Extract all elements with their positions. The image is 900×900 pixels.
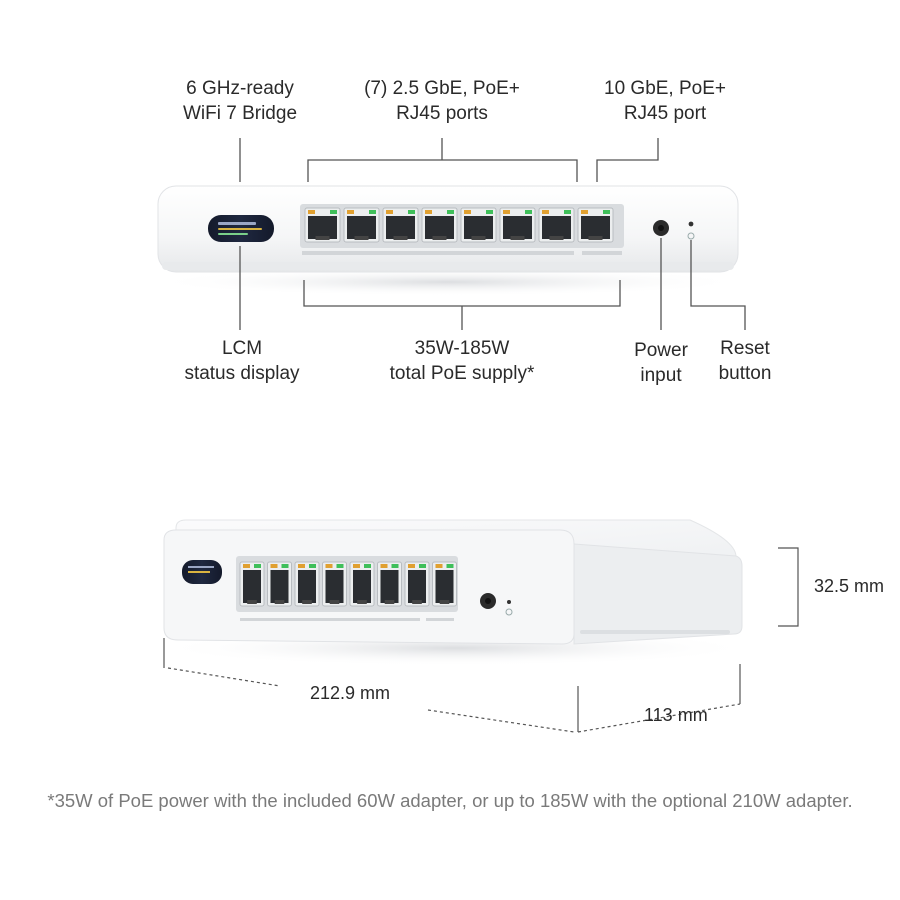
callout-wifi-bridge: 6 GHz-ready WiFi 7 Bridge [182,78,298,124]
footnote: *35W of PoE power with the included 60W … [47,790,853,811]
callout-power-input: Power input [634,340,688,386]
lcm-display-icon [208,215,274,242]
callout-10gbe-port: 10 GbE, PoE+ RJ45 port [604,78,726,124]
dimension-width: 212.9 mm [310,683,391,703]
rj45-port-icon [404,561,430,607]
callout-poe-supply: 35W-185W total PoE supply* [389,338,535,384]
dimension-lines [163,547,799,733]
rj45-port-icon [239,561,265,607]
rj45-port-icon [267,561,292,607]
callout-lcm: LCM status display [184,338,300,384]
callout-leader-lines [239,138,746,330]
rj45-port-icon [294,561,320,607]
reset-button-icon [505,600,513,616]
isometric-device [155,519,755,666]
lcm-display-icon [182,560,222,584]
rj45-port-icon [304,207,341,243]
rj45-port-icon [421,207,458,243]
callout-reset-button: Reset button [718,338,772,384]
rj45-port-icon [382,207,419,243]
power-jack-icon [653,220,669,236]
rj45-port-icon [377,561,402,607]
rj45-port-icon [304,207,614,243]
callout-poe-ports: (7) 2.5 GbE, PoE+ RJ45 ports [364,78,520,124]
rj45-port-icon [538,207,575,243]
rj45-port-icon [432,561,457,607]
dimension-depth: 113 mm [644,705,708,725]
rj45-port-icon [343,207,380,243]
rj45-port-icon [349,561,375,607]
dimension-height: 32.5 mm [814,576,885,596]
rj45-port-icon [460,207,497,243]
rj45-port-icon [239,561,457,607]
rj45-port-icon [499,207,536,243]
power-jack-icon [480,593,496,609]
rj45-port-icon [322,561,347,607]
reset-button-icon [687,221,695,240]
front-view-device [148,185,748,296]
rj45-port-icon [577,207,614,243]
